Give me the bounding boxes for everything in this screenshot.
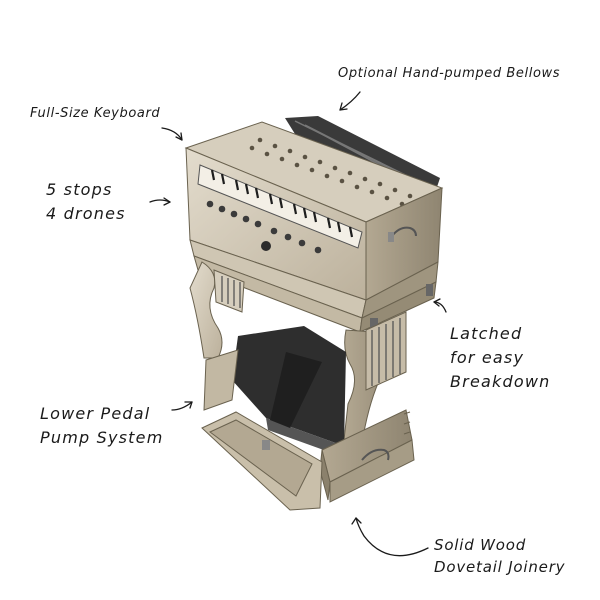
label-joinery-2: Dovetail Joinery [434, 558, 566, 576]
label-latched: Latched for easy Breakdown [450, 322, 550, 394]
label-joinery: Solid Wood Dovetail Joinery [434, 534, 565, 578]
arrow-keyboard [161, 127, 183, 141]
arrow-joinery [355, 517, 429, 557]
left-leg [189, 261, 245, 359]
label-pedal-2: Pump System [40, 428, 164, 447]
label-latched-2: for easy [450, 348, 525, 367]
label-stops-drones: 5 stops 4 drones [46, 178, 126, 226]
label-stops: 5 stops [46, 180, 113, 199]
keyboard [197, 164, 363, 249]
stop-knobs [206, 200, 322, 254]
pedal-board [201, 352, 323, 511]
harmonium-top [184, 121, 444, 223]
arrow-latched [433, 301, 447, 313]
arrow-pedal [171, 401, 193, 411]
label-pedal: Lower Pedal Pump System [40, 402, 163, 450]
label-keyboard: Full-Size Keyboard [30, 106, 161, 121]
label-joinery-1: Solid Wood [434, 536, 527, 554]
middle-box [189, 239, 439, 333]
label-latched-1: Latched [450, 324, 523, 343]
label-drones: 4 drones [46, 204, 126, 223]
arrow-bellows [339, 91, 361, 111]
label-pedal-1: Lower Pedal [40, 404, 151, 423]
label-bellows: Optional Hand-pumped Bellows [338, 66, 561, 81]
label-latched-3: Breakdown [450, 372, 551, 391]
lower-base [203, 349, 415, 503]
